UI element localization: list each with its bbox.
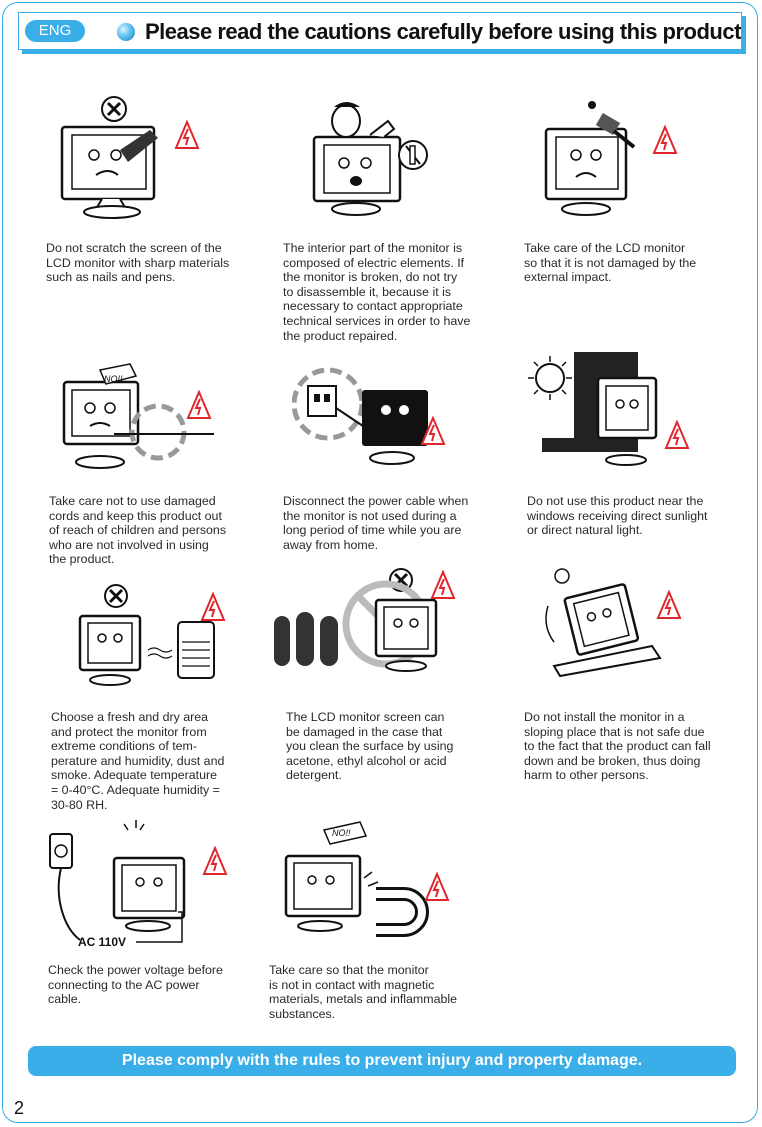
monitor-scratch-illustration (60, 96, 158, 219)
no-exclaim-label: NO!! (332, 828, 351, 838)
bullet-icon (117, 23, 135, 41)
monitor-magnetic-illustration: NO!! (284, 821, 429, 937)
caution-impact: Take care of the LCD monitor so that it … (524, 241, 697, 285)
caution-magnetic: Take care so that the monitor is not in … (269, 963, 458, 1021)
language-badge: ENG (25, 20, 85, 42)
warning-icon (202, 846, 228, 875)
no-exclaim-label: NO!! (104, 374, 123, 384)
monitor-voltage-illustration: AC 110V (49, 820, 186, 949)
warning-icon (200, 592, 226, 621)
warning-icon (652, 125, 678, 154)
warning-icon (420, 416, 446, 445)
monitor-disassemble-illustration (312, 102, 402, 216)
warning-icon (424, 872, 450, 901)
compliance-banner: Please comply with the rules to prevent … (28, 1046, 736, 1076)
warning-icon (186, 390, 212, 419)
monitor-unplug-illustration (292, 367, 428, 465)
caution-disassemble: The interior part of the monitor is comp… (283, 241, 471, 343)
warning-icon (430, 570, 456, 599)
page-number: 2 (14, 1098, 25, 1118)
warning-icon (174, 120, 200, 149)
caution-environment: Choose a fresh and dry area and protect … (51, 710, 225, 812)
page-title: Please read the cautions carefully befor… (145, 19, 741, 44)
monitor-environment-illustration (78, 584, 215, 686)
monitor-sunlight-illustration (528, 352, 658, 466)
caution-cleaning: The LCD monitor screen can be damaged in… (286, 710, 454, 783)
caution-slope: Do not install the monitor in a sloping … (524, 710, 711, 783)
monitor-cleaning-illustration (274, 568, 438, 672)
caution-unplug: Disconnect the power cable when the moni… (283, 494, 469, 552)
monitor-slope-illustration (545, 568, 662, 678)
caution-sunlight: Do not use this product near the windows… (527, 494, 708, 538)
monitor-impact-illustration (544, 101, 636, 216)
header-box: ENG Please read the cautions carefully b… (18, 12, 742, 50)
warning-icon (656, 590, 682, 619)
warning-icon (664, 420, 690, 449)
prohibited-tool-icon (398, 140, 428, 170)
caution-cords: Take care not to use damaged cords and k… (49, 494, 227, 567)
page-header: ENG Please read the cautions carefully b… (18, 12, 746, 54)
caution-scratch: Do not scratch the screen of the LCD mon… (46, 241, 230, 285)
monitor-cord-illustration: NO!! (62, 363, 214, 469)
caution-voltage: Check the power voltage before connectin… (48, 963, 223, 1007)
ac-voltage-label: AC 110V (78, 935, 126, 949)
